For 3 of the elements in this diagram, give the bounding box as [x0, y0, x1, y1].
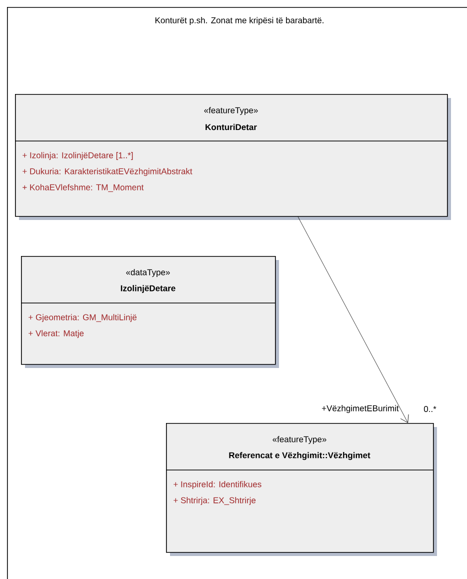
role-label: +VëzhgimetEBurimit: [322, 405, 399, 413]
arrow: [298, 216, 409, 423]
multiplicity-label: 0..*: [424, 406, 436, 412]
